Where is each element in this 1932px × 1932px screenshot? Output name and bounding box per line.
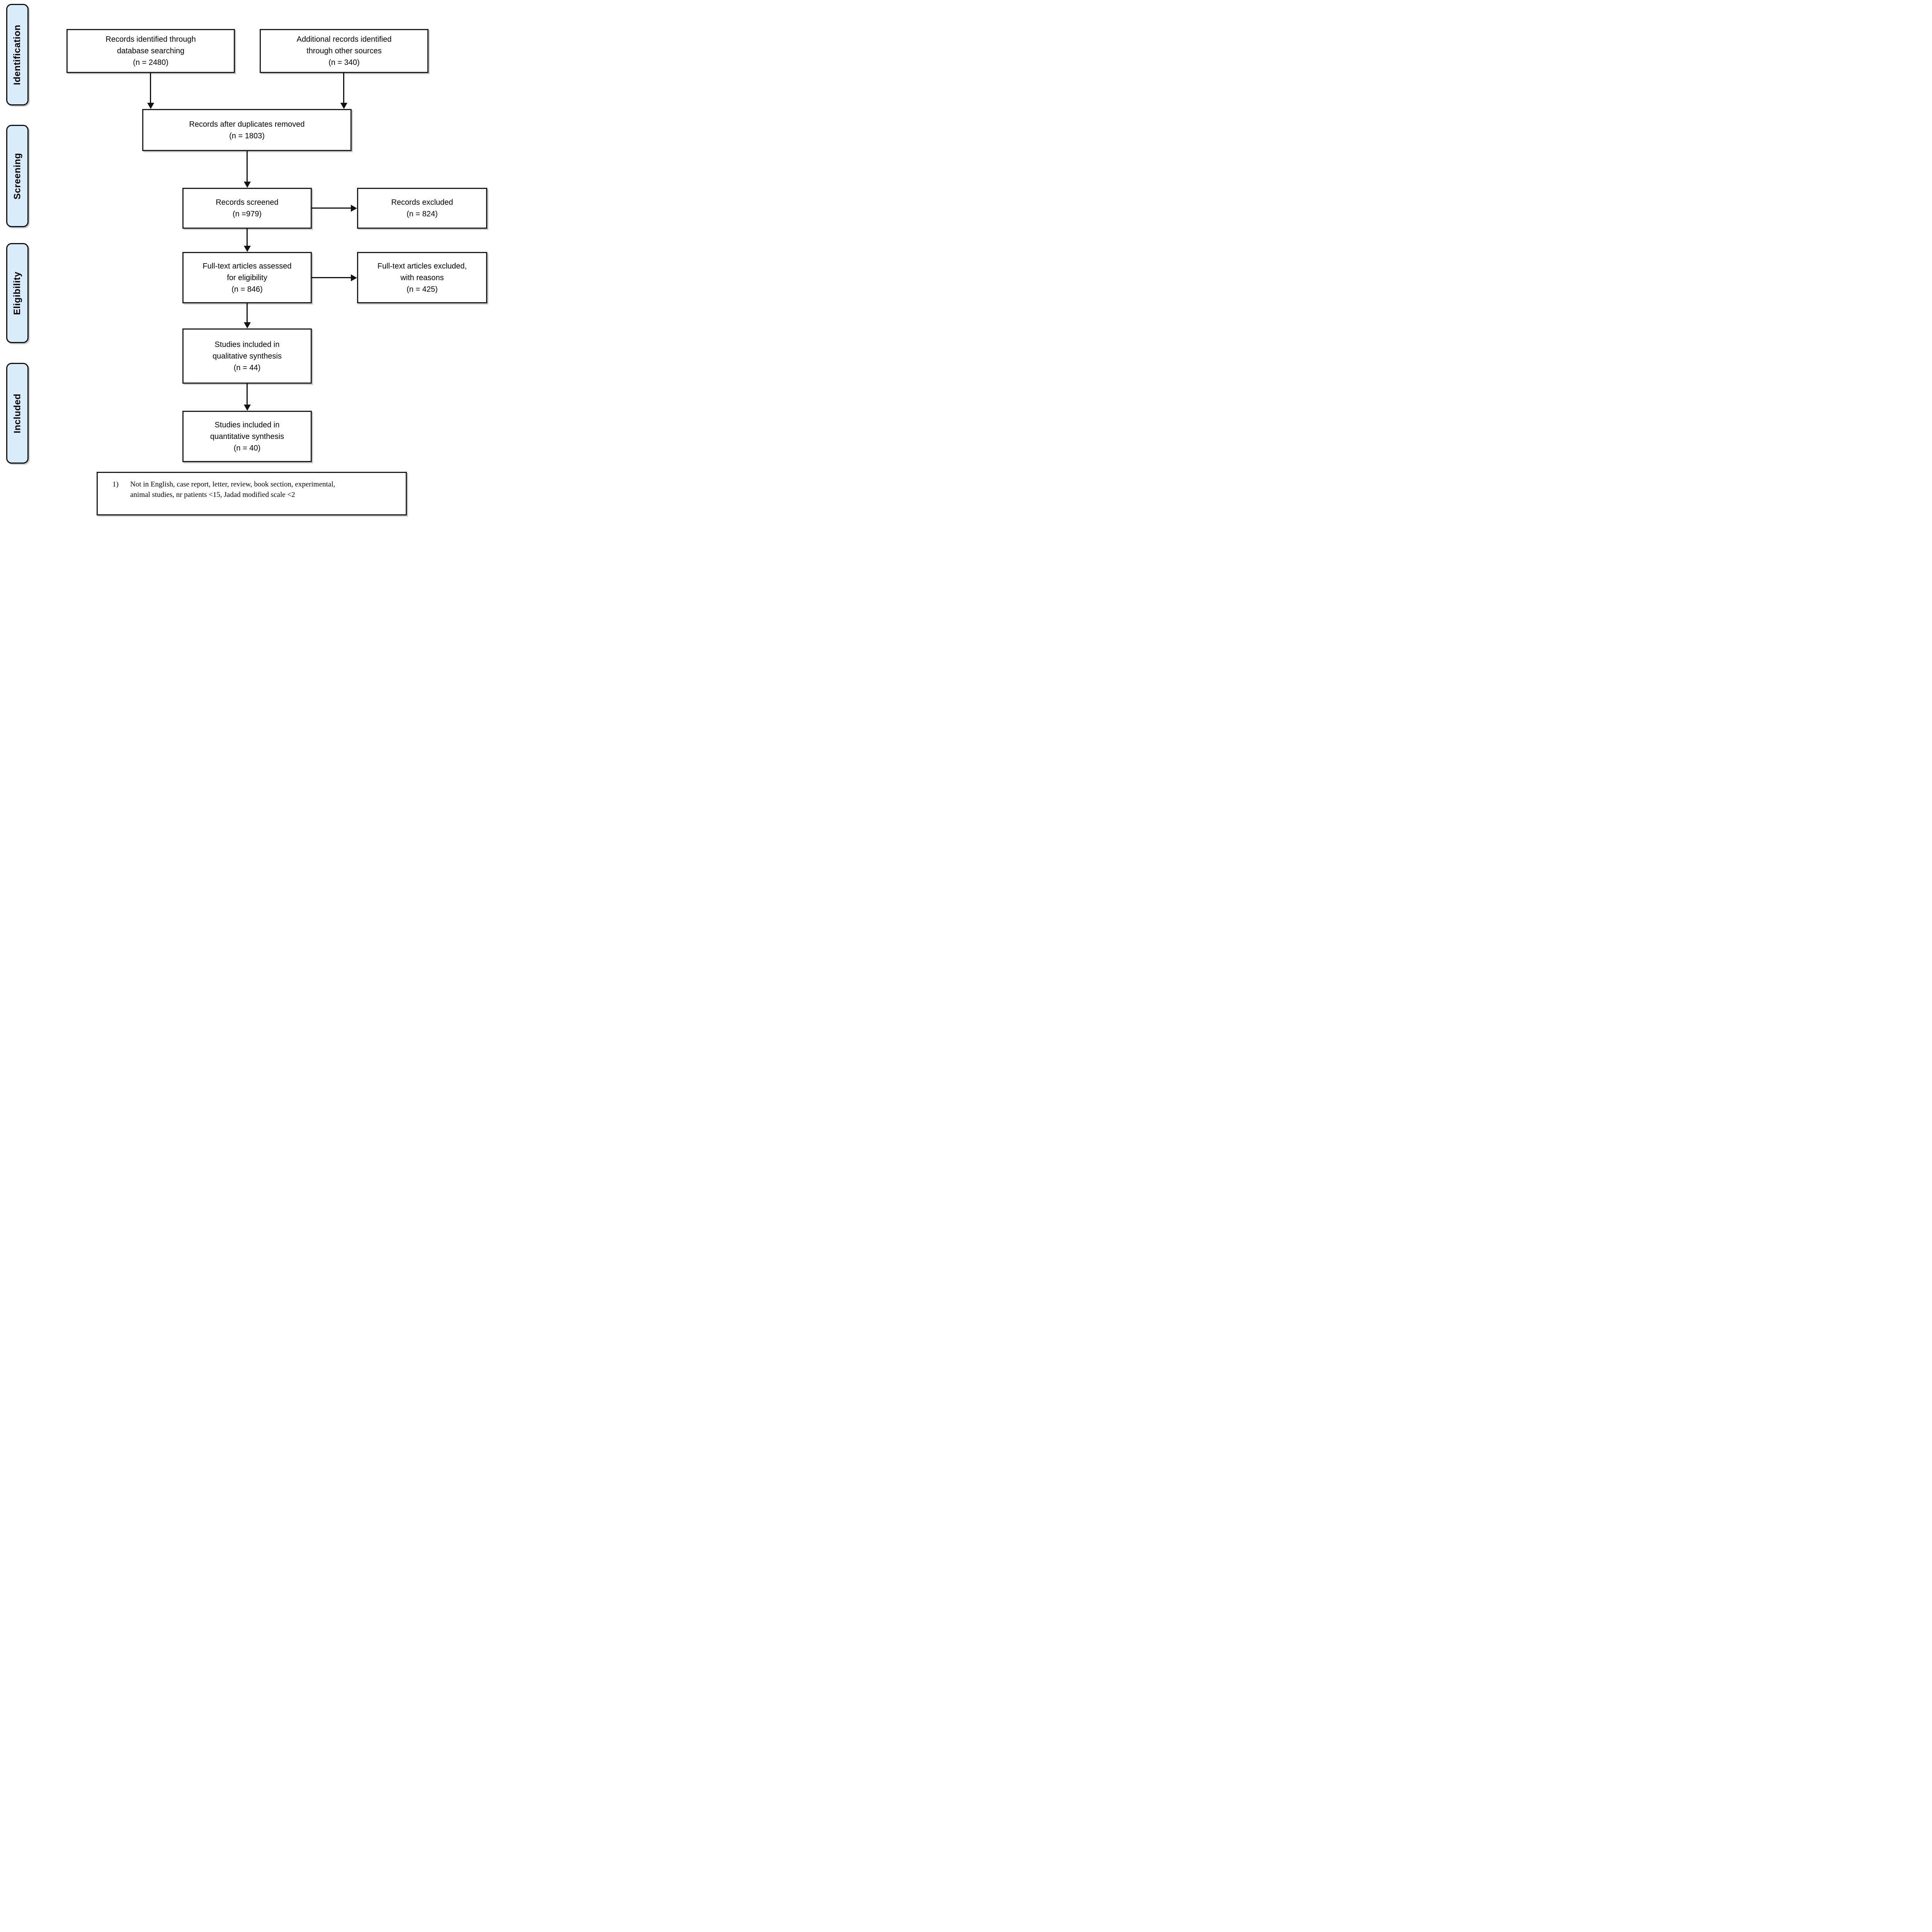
box-quantitative-synthesis-text: Studies included in quantitative synthes… <box>210 420 284 452</box>
stage-included-label: Included <box>12 393 23 433</box>
box-additional-records-text: Additional records identified through ot… <box>296 35 392 67</box>
box-qualitative-synthesis: Studies included in qualitative synthesi… <box>182 328 312 384</box>
stage-eligibility-label: Eligibility <box>12 271 22 315</box>
stage-included: Included <box>6 363 29 464</box>
box-fulltext-excluded: Full-text articles excluded, with reason… <box>357 252 487 303</box>
box-records-identified: Records identified through database sear… <box>66 29 235 73</box>
stage-eligibility: Eligibility <box>6 243 29 343</box>
stage-identification: Identification <box>6 4 29 105</box>
box-fulltext-excluded-text: Full-text articles excluded, with reason… <box>377 262 467 294</box>
box-records-screened: Records screened (n =979) <box>182 188 312 229</box>
box-duplicates-removed-text: Records after duplicates removed (n = 18… <box>189 120 305 140</box>
box-records-excluded-text: Records excluded (n = 824) <box>391 198 453 218</box>
footnote-content: 1) Not in English, case report, letter, … <box>98 473 406 500</box>
arrow-qualitative-to-quantitative-line <box>247 384 248 405</box>
box-records-excluded: Records excluded (n = 824) <box>357 188 487 229</box>
arrow-fulltext-to-qualitative-line <box>247 303 248 322</box>
footnote-marker: 1) <box>112 480 119 488</box>
prisma-flow-diagram: Identification Screening Eligibility Inc… <box>0 0 492 522</box>
arrow-identified-to-dedup-head <box>147 103 154 109</box>
stage-screening-label: Screening <box>12 153 23 199</box>
footnote-box: 1) Not in English, case report, letter, … <box>97 472 407 515</box>
box-qualitative-synthesis-text: Studies included in qualitative synthesi… <box>213 340 282 372</box>
arrow-screened-to-fulltext-head <box>244 246 251 252</box>
arrow-fulltext-to-qualitative-head <box>244 322 251 328</box>
arrow-additional-to-dedup-line <box>343 73 344 104</box>
stage-identification-label: Identification <box>12 24 22 85</box>
arrow-qualitative-to-quantitative-head <box>244 405 251 411</box>
arrow-fulltext-to-excluded-head <box>351 274 357 281</box>
arrow-dedup-to-screened-line <box>247 151 248 182</box>
box-records-identified-text: Records identified through database sear… <box>105 35 196 67</box>
arrow-additional-to-dedup-head <box>340 103 347 109</box>
arrow-screened-to-excluded-line <box>312 207 351 209</box>
box-fulltext-assessed: Full-text articles assessed for eligibil… <box>182 252 312 303</box>
footnote-text: Not in English, case report, letter, rev… <box>130 480 335 499</box>
box-fulltext-assessed-text: Full-text articles assessed for eligibil… <box>202 262 292 294</box>
arrow-screened-to-excluded-head <box>351 205 357 212</box>
box-duplicates-removed: Records after duplicates removed (n = 18… <box>142 109 352 151</box>
box-records-screened-text: Records screened (n =979) <box>216 198 279 218</box>
box-additional-records: Additional records identified through ot… <box>260 29 429 73</box>
arrow-dedup-to-screened-head <box>244 182 251 188</box>
arrow-identified-to-dedup-line <box>150 73 151 104</box>
arrow-fulltext-to-excluded-line <box>312 277 351 278</box>
arrow-screened-to-fulltext-line <box>247 229 248 246</box>
stage-screening: Screening <box>6 125 29 227</box>
box-quantitative-synthesis: Studies included in quantitative synthes… <box>182 411 312 462</box>
